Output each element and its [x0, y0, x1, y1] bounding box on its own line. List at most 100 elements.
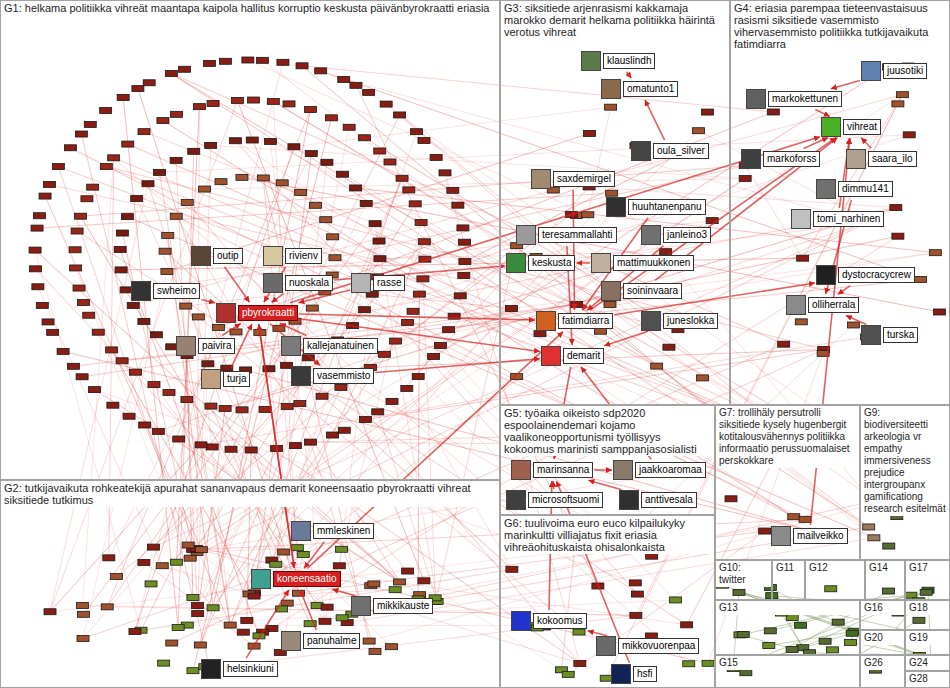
group-heading: G11	[773, 561, 804, 575]
vertex-marker	[629, 580, 641, 586]
account-vertex: tomi_narhinen	[791, 209, 884, 229]
avatar-icon	[786, 295, 806, 315]
background-link	[254, 154, 311, 596]
background-link	[190, 223, 866, 558]
group-heading: G9: biodiversiteetti arkeologia vr empat…	[861, 406, 949, 516]
account-vertex: saxdemirgel	[531, 169, 615, 189]
vertex-marker	[199, 186, 211, 192]
vertex-marker	[270, 561, 282, 567]
group-panel: G14	[865, 560, 905, 600]
mention-edge	[332, 589, 355, 595]
vertex-marker	[571, 301, 583, 307]
vertex-marker	[890, 205, 902, 211]
vertex-marker	[283, 101, 295, 107]
avatar-icon	[631, 141, 651, 161]
vertex-marker	[129, 369, 141, 375]
vertex-marker	[297, 551, 309, 557]
avatar-icon	[176, 336, 196, 356]
mention-edge	[576, 262, 590, 264]
group-panel: G10: twitter	[715, 560, 772, 600]
vertex-marker	[276, 180, 288, 186]
vertex-marker	[320, 217, 332, 223]
vertex-marker	[67, 363, 79, 369]
vertex-marker	[192, 611, 204, 617]
vertex-marker	[702, 109, 714, 115]
vertex-marker	[763, 643, 775, 649]
vertex-marker	[193, 104, 205, 110]
vertex-marker	[430, 154, 442, 160]
vertex-marker	[296, 63, 308, 69]
vertex-marker	[30, 266, 42, 272]
background-link	[179, 439, 392, 647]
vertex-marker	[797, 255, 809, 261]
vertex-marker	[246, 137, 258, 143]
vertex-marker	[138, 129, 150, 135]
account-label: swheimo	[153, 283, 200, 299]
vertex-marker	[693, 128, 705, 134]
account-label: microsoftsuomi	[528, 492, 603, 508]
account-label: nuoskala	[285, 275, 333, 291]
avatar-icon	[613, 460, 633, 480]
avatar-icon	[281, 336, 301, 356]
vertex-marker	[306, 305, 318, 311]
vertex-marker	[358, 307, 370, 313]
vertex-marker	[725, 496, 737, 502]
vertex-marker	[138, 318, 150, 324]
vertex-marker	[215, 179, 227, 185]
mention-edge	[590, 138, 836, 311]
vertex-marker	[47, 329, 59, 335]
vertex-marker	[663, 344, 675, 350]
mention-edge	[846, 315, 866, 324]
vertex-marker	[123, 413, 135, 419]
avatar-icon	[281, 631, 301, 651]
account-label: pbyrokraatti	[238, 305, 298, 321]
avatar-icon	[536, 311, 556, 331]
vertex-marker	[161, 268, 173, 274]
background-link	[162, 178, 745, 565]
vertex-marker	[315, 68, 327, 74]
account-vertex: microsoftsuomi	[506, 490, 603, 510]
group-panel: G7: trollihäly persutrolli siksitiede ky…	[715, 405, 860, 560]
group-panel: G2: tutkijavaikuta rohkeatekijä apurahat…	[0, 480, 500, 688]
vertex-marker	[202, 361, 214, 367]
group-heading: G24	[906, 656, 949, 670]
vertex-marker	[81, 196, 93, 202]
background-link	[167, 133, 590, 271]
vertex-marker	[224, 622, 236, 628]
background-link	[81, 134, 209, 668]
vertex-marker	[143, 80, 155, 86]
background-link	[262, 60, 888, 546]
vertex-marker	[159, 248, 171, 254]
vertex-marker	[905, 592, 917, 598]
vertex-marker	[207, 605, 219, 611]
avatar-icon	[291, 521, 311, 541]
vertex-marker	[257, 175, 269, 181]
vertex-marker	[206, 444, 218, 450]
background-link	[117, 246, 517, 577]
avatar-icon	[506, 253, 526, 273]
avatar-icon	[746, 89, 766, 109]
vertex-marker	[778, 341, 790, 347]
background-link	[135, 147, 294, 632]
vertex-marker	[264, 138, 276, 144]
account-label: klauslindh	[603, 53, 655, 69]
group-heading: G6: tuulivoima euro euco kilpailukyky ma…	[501, 516, 714, 554]
vertex-marker	[116, 358, 128, 364]
avatar-icon	[201, 369, 221, 389]
account-vertex: mmleskinen	[291, 521, 374, 541]
vertex-marker	[245, 447, 257, 453]
background-link	[70, 148, 793, 517]
vertex-marker	[52, 164, 64, 170]
avatar-icon	[816, 265, 836, 285]
background-link	[200, 178, 402, 645]
mention-edge	[645, 100, 665, 140]
vertex-marker	[915, 276, 927, 282]
mention-edge	[626, 72, 631, 78]
vertex-marker	[390, 338, 402, 344]
avatar-icon	[861, 61, 881, 81]
background-link	[356, 85, 598, 586]
vertex-marker	[236, 407, 248, 413]
vertex-marker	[36, 302, 48, 308]
vertex-marker	[327, 234, 339, 240]
vertex-marker	[335, 384, 347, 390]
